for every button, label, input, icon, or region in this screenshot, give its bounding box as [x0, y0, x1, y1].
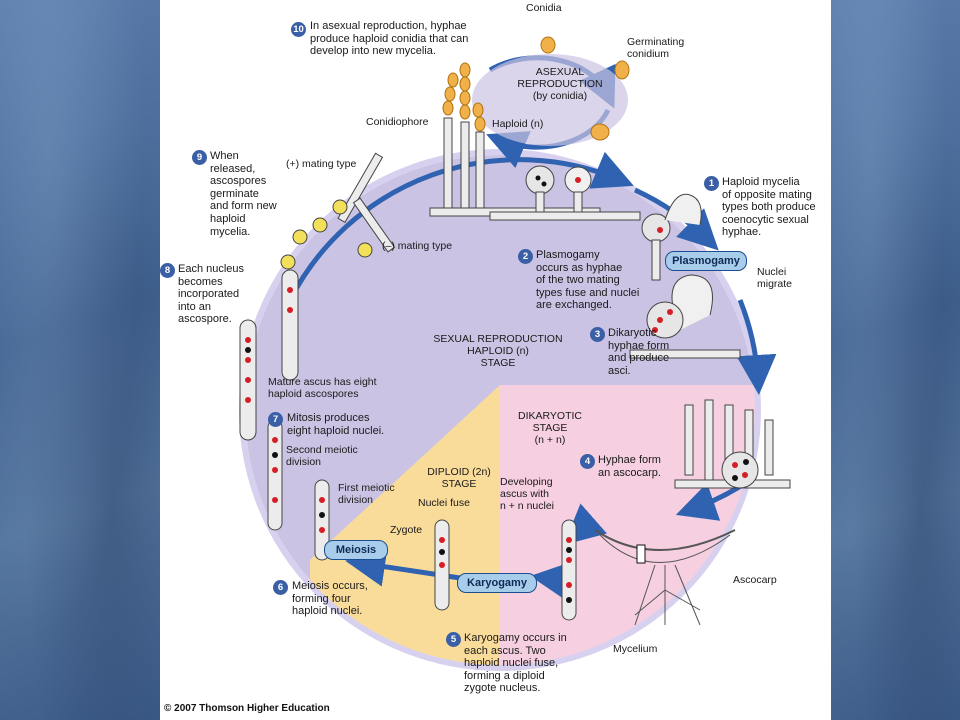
conidiophore-illustration [442, 36, 630, 141]
cycle-arrow-top [287, 151, 634, 302]
asci-illustration [239, 269, 577, 621]
step-9-badge: 9 [192, 150, 207, 165]
step-5-badge: 5 [446, 632, 461, 647]
step-10-badge: 10 [291, 22, 306, 37]
karyogamy-pill: Karyogamy [457, 573, 537, 593]
step-2-badge: 2 [518, 249, 533, 264]
ascocarp-illustration [594, 529, 736, 626]
minus-mating-type-label: (–) mating type [382, 240, 453, 252]
step-6-badge: 6 [273, 580, 288, 595]
meiosis-pill: Meiosis [324, 540, 388, 560]
zygote-label: Zygote [390, 524, 423, 536]
step-6-text: Meiosis occurs, forming four haploid nuc… [292, 580, 368, 618]
step-9-text: When released, ascospores germinate and … [210, 150, 277, 238]
black-nuclei-dots [245, 175, 749, 603]
step-4-text: Hyphae form an ascocarp. [598, 454, 661, 479]
asexual-region [472, 54, 628, 146]
diploid-stage-title: DIPLOID (2n) STAGE [427, 466, 491, 490]
diagram-slide: ASEXUAL REPRODUCTION (by conidia) Haploi… [160, 0, 831, 720]
step-3-text: Dikaryotic hyphae form and produce asci. [608, 327, 670, 377]
developing-ascus-label: Developing ascus with n + n nuclei [500, 476, 554, 512]
cycle-arrow-dikaryotic [736, 299, 777, 395]
step-7-text: Mitosis produces eight haploid nuclei. [287, 412, 385, 437]
cycle-arrow-karyogamy [530, 561, 573, 602]
nuclei-fuse-label: Nuclei fuse [418, 497, 470, 509]
cycle-arrow-to-ascus [563, 503, 607, 545]
conidiophore-label: Conidiophore [366, 116, 429, 128]
nuclei-migrate-label: Nuclei migrate [757, 266, 793, 290]
ascomycete-life-cycle-diagram [239, 36, 791, 671]
nuclei-dots [245, 177, 748, 588]
ascocarp-label: Ascocarp [733, 574, 777, 586]
plus-mating-type-label: (+) mating type [286, 158, 357, 170]
sexual-stage-title: SEXUAL REPRODUCTION HAPLOID (n) STAGE [433, 333, 563, 369]
conidia-label: Conidia [526, 2, 562, 14]
step-8-text: Each nucleus becomes incorporated into a… [178, 263, 245, 326]
asexual-haploid-label: Haploid (n) [492, 118, 544, 130]
mature-ascus-label: Mature ascus has eight haploid ascospore… [268, 376, 377, 400]
step-3-badge: 3 [590, 327, 605, 342]
step-8-badge: 8 [160, 263, 175, 278]
step-2-text: Plasmogamy occurs as hyphae of the two m… [536, 249, 640, 312]
second-meiotic-division-label: Second meiotic division [286, 444, 358, 468]
plasmogamy-pill: Plasmogamy [665, 251, 747, 271]
mating-hyphae [280, 152, 396, 270]
dikaryotic-stage-title: DIKARYOTIC STAGE (n + n) [518, 410, 582, 446]
slide-background-right [831, 0, 960, 720]
diploid-region [310, 385, 500, 665]
step-1-badge: 1 [704, 176, 719, 191]
step-4-badge: 4 [580, 454, 595, 469]
first-meiotic-division-label: First meiotic division [338, 482, 395, 506]
step-10-text: In asexual reproduction, hyphae produce … [310, 20, 469, 58]
step-1-text: Haploid mycelia of opposite mating types… [722, 176, 816, 239]
germinating-conidium-label: Germinating conidium [627, 36, 685, 60]
slide-background-left [0, 0, 160, 720]
copyright-notice: © 2007 Thomson Higher Education [164, 703, 330, 714]
asexual-stage-title: ASEXUAL REPRODUCTION (by conidia) [517, 66, 603, 102]
step-5-text: Karyogamy occurs in each ascus. Two hapl… [464, 632, 567, 695]
step-7-badge: 7 [268, 412, 283, 427]
mycelium-label: Mycelium [613, 643, 658, 655]
dikaryotic-hyphae [674, 399, 791, 489]
